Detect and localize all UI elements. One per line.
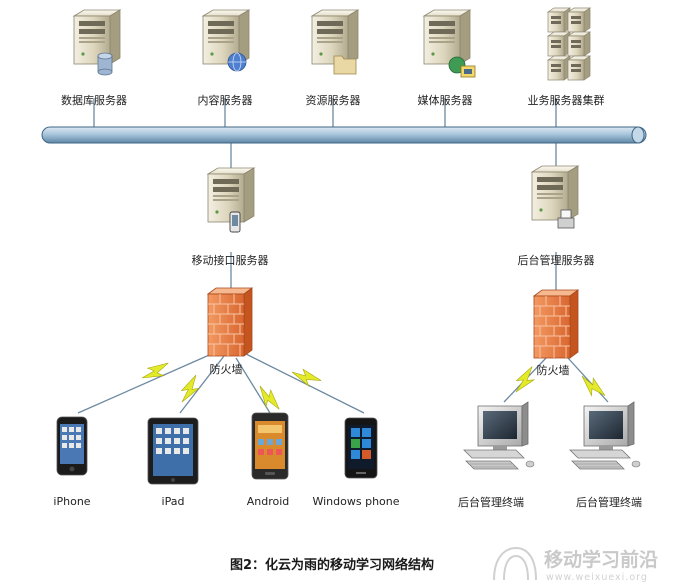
- cluster-unit-2: [566, 7, 592, 33]
- cluster-unit-3: [546, 31, 572, 57]
- ipad-device: [147, 417, 199, 485]
- wire-terminal-2: [567, 357, 609, 403]
- admin-terminal-2: [569, 401, 641, 470]
- admin-terminal-2-label: 后台管理终端: [576, 495, 642, 509]
- database-server: [73, 9, 121, 76]
- cluster-unit-4: [566, 31, 592, 57]
- cluster-label: 业务服务器集群: [528, 93, 605, 107]
- content-server: [202, 9, 250, 72]
- database-server-label: 数据库服务器: [61, 93, 127, 107]
- figure-caption: 图2：化云为雨的移动学习网络结构: [230, 557, 434, 573]
- watermark-logo-icon: [493, 546, 537, 581]
- cluster-unit-6: [566, 55, 592, 81]
- windows-phone-label: Windows phone: [312, 495, 399, 508]
- windows-phone-device: [344, 417, 378, 479]
- android-label: Android: [247, 495, 290, 508]
- wireless-bolt-terminal-2: [577, 371, 608, 403]
- watermark-name: 移动学习前沿: [544, 548, 658, 571]
- firewall-left-label: 防火墙: [210, 362, 243, 376]
- mobile-server-label: 移动接口服务器: [192, 254, 269, 267]
- watermark-url: www.weixuexi.org: [546, 572, 648, 583]
- cluster-unit-5: [546, 55, 572, 81]
- media-icon: [448, 56, 476, 78]
- firewall-right-label: 防火墙: [537, 363, 570, 377]
- admin-server-label: 后台管理服务器: [518, 253, 595, 267]
- admin-server: [531, 165, 579, 229]
- wire-iphone: [77, 351, 217, 414]
- media-server: [423, 9, 476, 78]
- mobile-interface-server: [207, 167, 255, 233]
- watermark: 移动学习前沿 www.weixuexi.org: [493, 546, 658, 583]
- firewall-right: [533, 289, 579, 359]
- wireless-bolt-iphone: [139, 359, 173, 384]
- cluster-unit-1: [546, 7, 572, 33]
- wire-ipad: [179, 355, 225, 414]
- wire-android: [235, 357, 271, 414]
- printer-icon: [557, 209, 575, 229]
- content-server-label: 内容服务器: [198, 93, 253, 107]
- admin-terminal-1: [463, 401, 535, 470]
- iphone-label: iPhone: [53, 495, 90, 508]
- globe-icon: [227, 52, 247, 72]
- admin-terminal-1-label: 后台管理终端: [458, 495, 524, 509]
- resource-server-label: 资源服务器: [306, 93, 361, 107]
- media-server-label: 媒体服务器: [418, 93, 473, 107]
- resource-server: [311, 9, 359, 75]
- network-bus: [41, 126, 647, 144]
- ipad-label: iPad: [162, 495, 185, 508]
- wire-winphone: [245, 353, 365, 414]
- phone-icon: [229, 211, 241, 233]
- android-device: [251, 412, 289, 480]
- iphone-device: [56, 416, 88, 476]
- firewall-left: [207, 287, 253, 357]
- database-icon: [97, 52, 113, 76]
- business-server-cluster: [546, 7, 592, 81]
- folder-icon: [333, 55, 357, 75]
